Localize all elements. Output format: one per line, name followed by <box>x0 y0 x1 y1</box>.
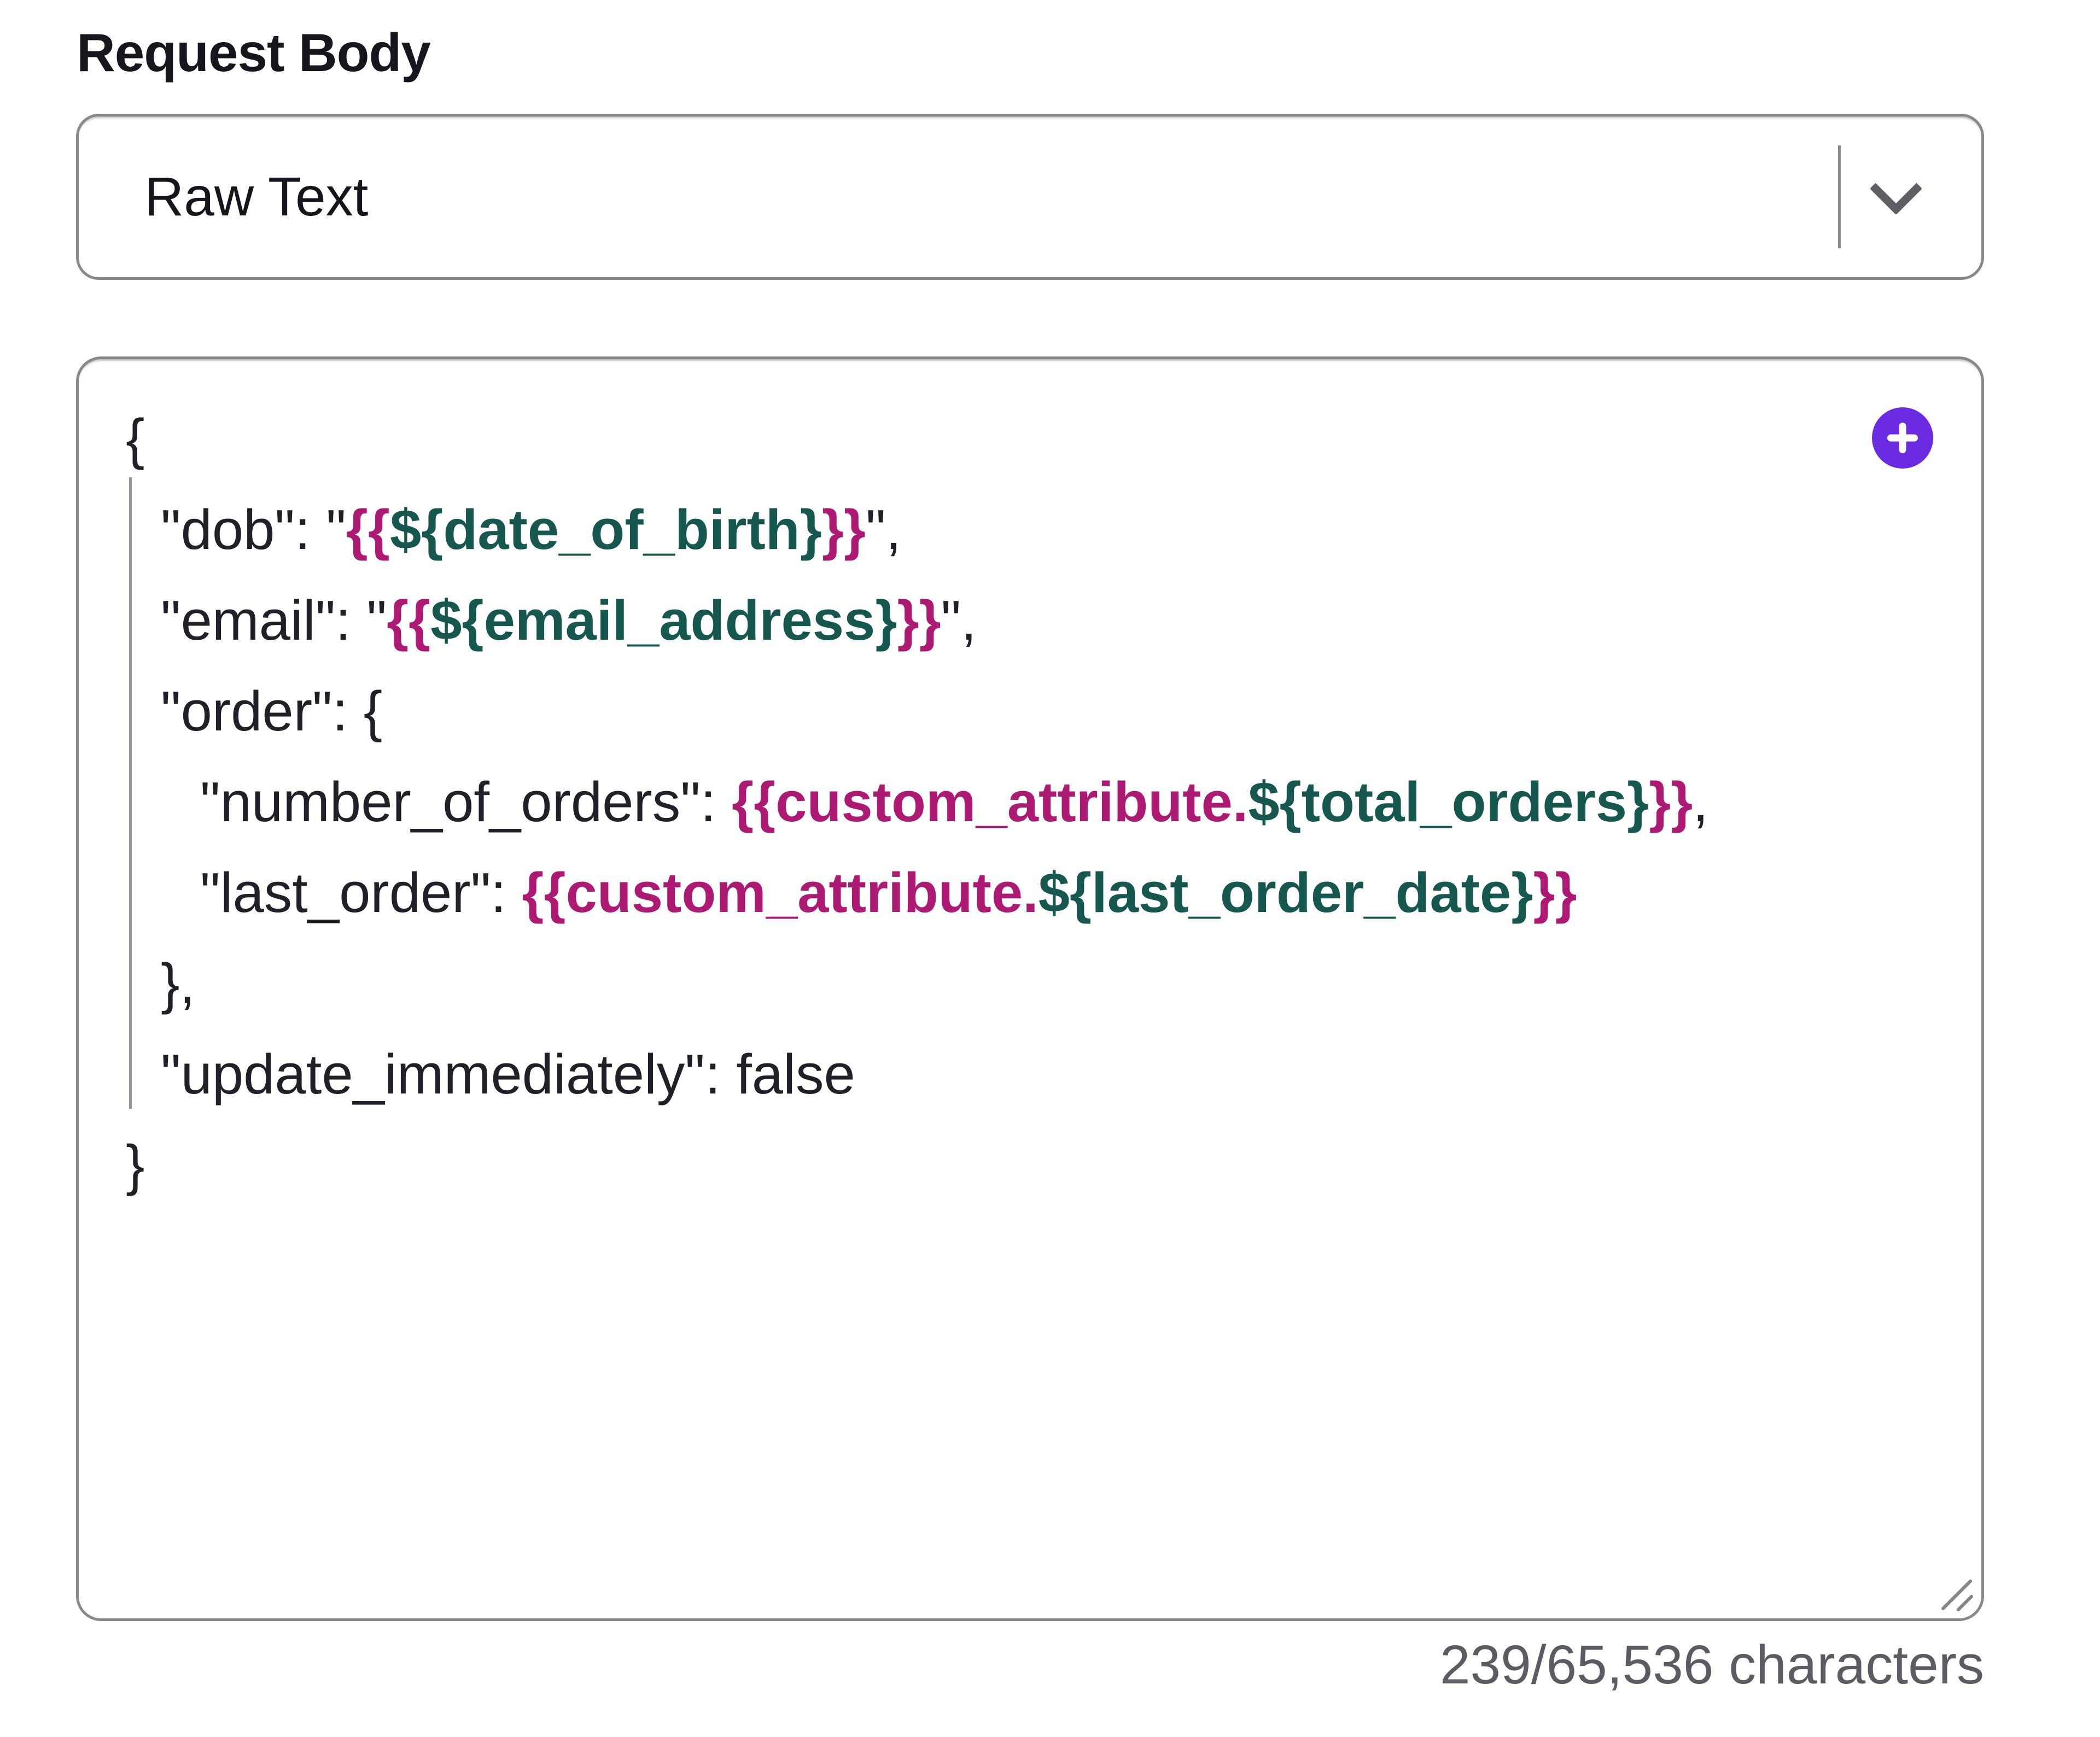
code-segment-plain: } <box>126 1133 145 1196</box>
code-segment-plain: ", <box>865 498 902 561</box>
code-segment-plain: "dob": " <box>161 498 346 561</box>
code-line: { <box>79 394 1981 484</box>
code-segment-tag: {{custom_attribute. <box>732 770 1249 833</box>
request-body-label: Request Body <box>77 22 431 83</box>
request-body-type-select[interactable]: Raw Text <box>76 114 1984 280</box>
code-segment-plain: "last_order": <box>200 861 522 924</box>
code-segment-plain: "number_of_orders": <box>200 770 732 833</box>
code-segment-plain: "email": " <box>161 589 387 652</box>
code-segment-tag: {{custom_attribute. <box>522 861 1039 924</box>
chevron-down-icon <box>1869 162 1923 215</box>
code-line: "number_of_orders": {{custom_attribute.$… <box>79 757 1981 847</box>
code-line: "dob": "{{${date_of_birth}}}", <box>79 484 1981 575</box>
code-segment-plain: "order": { <box>161 680 383 742</box>
code-segment-tag: {{ <box>346 498 390 561</box>
code-line: }, <box>79 938 1981 1029</box>
code-line: } <box>79 1120 1981 1210</box>
plus-icon <box>1887 434 1918 442</box>
request-body-code-editor[interactable]: {"dob": "{{${date_of_birth}}}","email": … <box>76 356 1984 1621</box>
code-segment-attr: ${date_of_birth} <box>389 498 822 561</box>
indent-guide-line <box>129 477 132 1109</box>
code-segment-tag: {{ <box>387 589 431 652</box>
resize-handle[interactable] <box>1940 1578 1974 1612</box>
code-segment-attr: ${last_order_date} <box>1038 861 1533 924</box>
code-segment-plain: }, <box>161 952 196 1015</box>
code-segment-tag: }} <box>897 589 941 652</box>
add-personalization-button[interactable] <box>1872 407 1933 469</box>
code-line: "update_immediately": false <box>79 1029 1981 1120</box>
code-segment-tag: }} <box>821 498 866 561</box>
code-segment-plain: { <box>126 407 145 470</box>
dropdown-separator <box>1838 145 1841 248</box>
selected-option-label: Raw Text <box>144 166 369 227</box>
code-segment-attr: ${total_orders} <box>1248 770 1649 833</box>
code-line: "order": { <box>79 666 1981 757</box>
character-counter: 239/65,536 characters <box>1439 1634 1984 1695</box>
code-segment-plain: , <box>1693 770 1708 833</box>
code-content: {"dob": "{{${date_of_birth}}}","email": … <box>79 359 1981 1210</box>
code-segment-plain: "update_immediately": false <box>161 1043 855 1106</box>
code-segment-plain: ", <box>941 589 977 652</box>
code-line: "email": "{{${email_address}}}", <box>79 575 1981 666</box>
code-segment-tag: }} <box>1649 770 1693 833</box>
code-segment-attr: ${email_address} <box>430 589 897 652</box>
code-segment-tag: }} <box>1533 861 1577 924</box>
code-line: "last_order": {{custom_attribute.${last_… <box>79 847 1981 938</box>
